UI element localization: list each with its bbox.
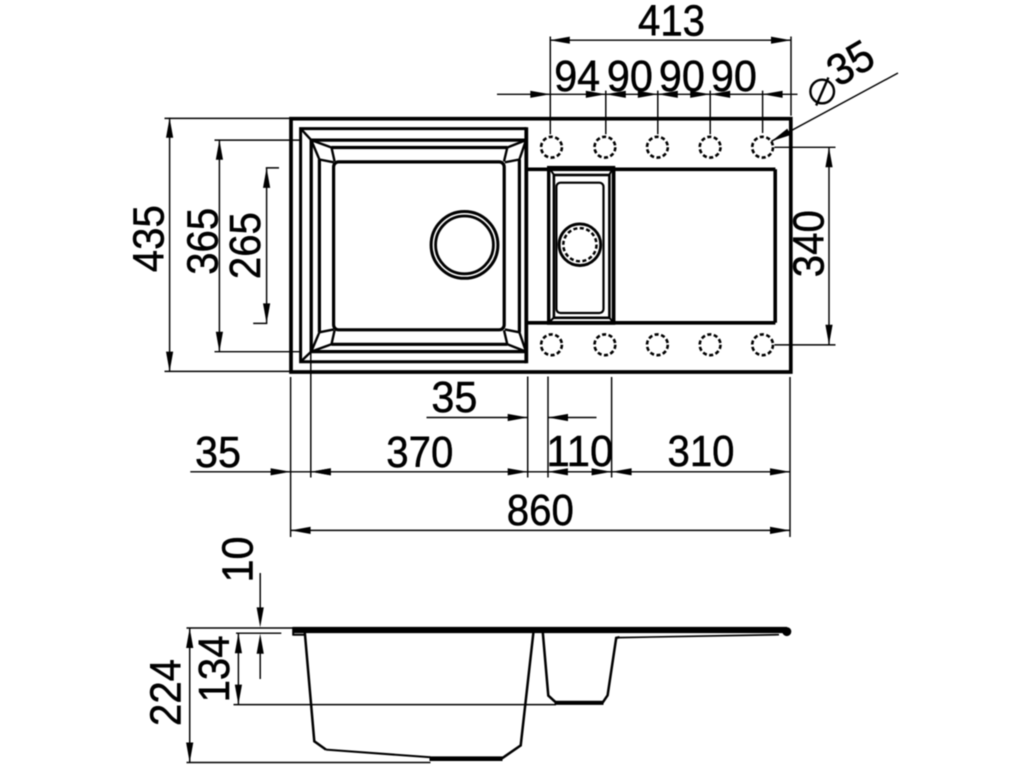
svg-text:365: 365: [179, 208, 228, 275]
svg-text:134: 134: [190, 635, 239, 702]
svg-text:340: 340: [785, 210, 834, 277]
svg-text:90: 90: [607, 52, 653, 101]
svg-text:90: 90: [711, 52, 757, 101]
svg-text:94: 94: [554, 52, 600, 101]
svg-text:10: 10: [214, 537, 263, 583]
svg-text:370: 370: [386, 428, 453, 477]
svg-text:35: 35: [431, 373, 477, 422]
svg-text:224: 224: [142, 659, 191, 726]
svg-text:35: 35: [195, 428, 241, 477]
svg-text:265: 265: [221, 212, 270, 279]
svg-text:310: 310: [668, 427, 735, 476]
svg-text:435: 435: [125, 205, 174, 272]
svg-text:110: 110: [546, 427, 613, 476]
svg-text:860: 860: [507, 486, 574, 535]
svg-text:90: 90: [659, 52, 705, 101]
svg-text:413: 413: [638, 0, 705, 46]
